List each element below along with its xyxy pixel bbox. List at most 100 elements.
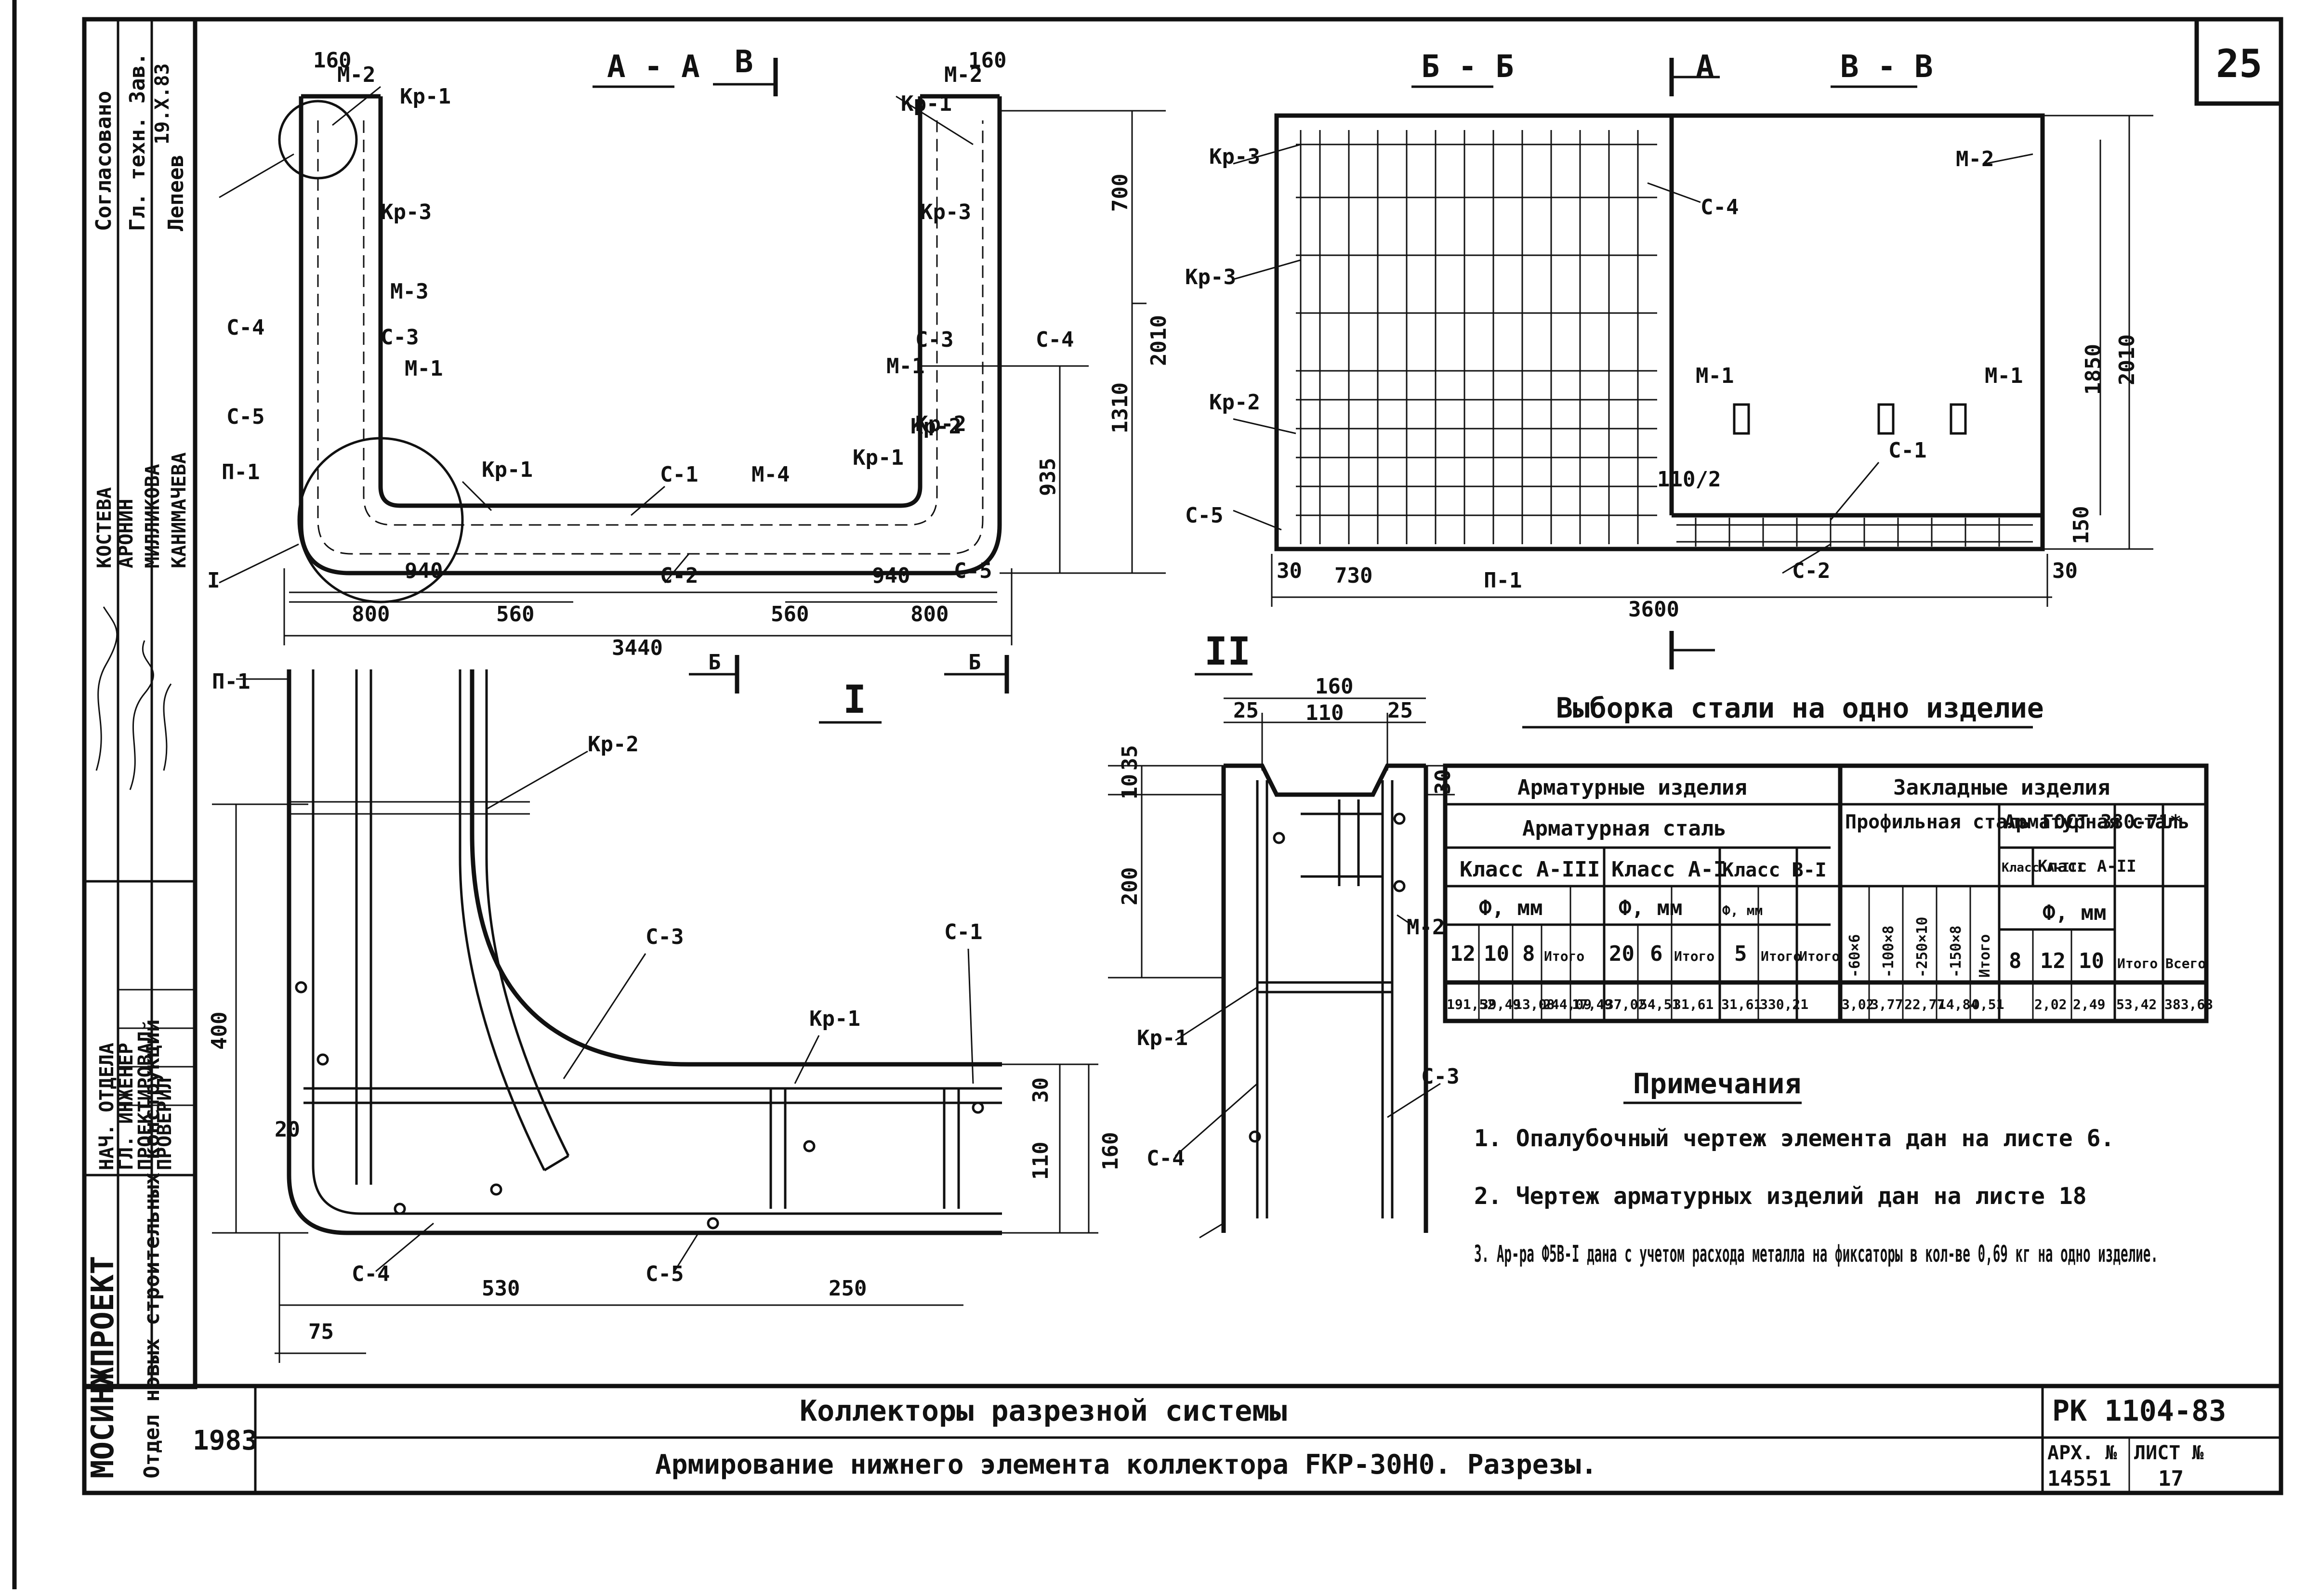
d2-dim-25-right: 25 — [1387, 698, 1413, 723]
year: 1983 — [193, 1425, 258, 1456]
table-phi-emb: Ф, мм — [2043, 901, 2106, 925]
table-group-rebar: Арматурные изделия — [1517, 775, 1747, 800]
aa-label-c4-left: С-4 — [226, 315, 264, 340]
d1-label-kr2: Кр-2 — [588, 732, 639, 757]
d1-dim-75: 75 — [308, 1320, 334, 1344]
table-value: 2,02 — [2034, 996, 2067, 1012]
d1-label-c5: С-5 — [646, 1262, 684, 1286]
stamp-name-1: КОСТЕВА — [93, 487, 116, 568]
table-value: 13,08 — [1514, 996, 1555, 1012]
aa-dim-800-left: 800 — [352, 602, 390, 627]
stamp-name-2: АРОНИН — [115, 499, 137, 569]
d1-label-c3: С-3 — [646, 925, 684, 949]
bb-label-m1-left: М-1 — [1696, 364, 1734, 388]
aa-dim-560-left: 560 — [496, 602, 534, 627]
aa-dim-800-right: 800 — [910, 602, 949, 627]
aa-label-m2-right: М-2 — [944, 63, 982, 87]
table-phi-b1: Ф, мм — [1722, 903, 1763, 918]
aa-dim-2010: 2010 — [1147, 315, 1171, 366]
table-value: 3,77 — [1871, 996, 1903, 1012]
table-value: 39,49 — [1480, 996, 1521, 1012]
d1-dim-20: 20 — [275, 1117, 300, 1142]
d2-dim-110: 110 — [1305, 701, 1344, 725]
aa-label-c1: С-1 — [660, 462, 698, 487]
d1-label-kr1: Кр-1 — [809, 1007, 860, 1031]
table-class-a3: Класс А-III — [1460, 857, 1600, 882]
note-1: 1. Опалубочный чертеж элемента дан на ли… — [1474, 1125, 2114, 1152]
table-diam-a3-10: 10 — [1484, 942, 1509, 966]
table-diam-a3-12: 12 — [1450, 942, 1476, 966]
aa-label-m1-right: М-1 — [886, 354, 924, 379]
table-value: 0,51 — [1972, 996, 2004, 1012]
table-profile-3: -250×10 — [1914, 917, 1931, 978]
aa-dim-700: 700 — [1108, 174, 1133, 212]
bb-dim-1850: 1850 — [2081, 344, 2106, 395]
d1-dim-110: 110 — [1028, 1142, 1053, 1180]
stamp-role-3: ПРОЕКТИРОВАЛ — [134, 1031, 157, 1170]
bb-label-c2: С-2 — [1792, 559, 1830, 583]
d1-label-p1: П-1 — [212, 669, 250, 694]
table-phi-a3: Ф, мм — [1479, 896, 1542, 920]
left-stamp: Согласовано Гл. техн. Зав. Лепеев 19.X.8… — [82, 17, 198, 1478]
bb-rebar-grid — [1296, 130, 2033, 547]
drawing-title-main: Коллекторы разрезной системы — [800, 1394, 1287, 1428]
stamp-agreed-line-3: Лепеев — [164, 155, 188, 231]
table-diam-b1-5: 5 — [1734, 942, 1747, 966]
detail-i: I П-1 Кр-2 С- — [207, 669, 1123, 1363]
table-diam-a3-8: 8 — [1522, 942, 1535, 966]
table-value: 2,49 — [2073, 996, 2105, 1012]
d2-dim-35: 35 — [1118, 745, 1142, 771]
table-emb-class-a3: Класс А-III — [2002, 861, 2084, 875]
stamp-agreed-line-2: Гл. техн. Зав. — [125, 52, 150, 231]
section-b-b: Б - Б А В - В — [1185, 49, 2153, 669]
table-value: 53,42 — [2116, 996, 2157, 1012]
aa-label-c4-right: С-4 — [1036, 327, 1074, 352]
table-class-a1: Класс А-I — [1611, 857, 1726, 882]
table-value: 31,61 — [1673, 996, 1714, 1012]
section-bb-cut-mark: А — [1696, 49, 1714, 85]
aa-label-c5-right: С-5 — [954, 559, 992, 583]
table-emb-diam-10: 10 — [2079, 949, 2104, 973]
d2-dim-10: 10 — [1118, 774, 1142, 799]
d2-dim-160: 160 — [1315, 674, 1353, 699]
table-value: 330,21 — [1760, 996, 1808, 1012]
arch-no: 14551 — [2047, 1466, 2111, 1491]
bb-label-c4: С-4 — [1701, 195, 1739, 220]
table-diam-a1-20: 20 — [1609, 942, 1635, 966]
aa-label-c2: С-2 — [660, 563, 698, 588]
section-a-a-title: А - А — [607, 49, 700, 85]
page-number: 25 — [2216, 41, 2262, 86]
aa-cut-b-left: Б — [708, 650, 721, 675]
arch-no-label: АРХ. № — [2047, 1442, 2117, 1464]
bb-label-kr2: Кр-2 — [1209, 390, 1260, 415]
aa-dim-940-right: 940 — [872, 563, 910, 588]
table-emb-diam-8: 8 — [2009, 949, 2022, 973]
d2-label-m2: М-2 — [1407, 915, 1445, 940]
aa-label-c5-left: С-5 — [226, 405, 264, 429]
d1-label-c1: С-1 — [944, 920, 982, 944]
drawing-title-sub: Армирование нижнего элемента коллектора … — [655, 1449, 1597, 1480]
bb-dim-150: 150 — [2069, 506, 2094, 544]
table-total-embedded: Итого — [2117, 955, 2158, 971]
table-diam-a1-6: 6 — [1650, 942, 1663, 966]
bb-dim-3600: 3600 — [1628, 597, 1679, 622]
stamp-agreed-line-1: Согласовано — [92, 91, 116, 231]
table-value: 22,77 — [1904, 996, 1945, 1012]
d1-dim-30: 30 — [1028, 1077, 1053, 1103]
table-total-a1: Итого — [1674, 948, 1714, 964]
stamp-agreed-date: 19.X.83 — [151, 63, 173, 144]
stamp-name-4: КАНИМАЧЕВА — [168, 452, 190, 568]
table-embedded-rebar: Арматурная сталь — [2004, 811, 2189, 833]
table-group-embedded: Закладные изделия — [1893, 775, 2110, 800]
drawing-code: PK 1104-83 — [2052, 1394, 2226, 1428]
d2-dim-25-left: 25 — [1233, 698, 1259, 723]
bb-dim-110-2: 110/2 — [1657, 467, 1721, 492]
table-value: 383,63 — [2164, 996, 2213, 1012]
table-value: 3,02 — [1842, 996, 1874, 1012]
table-value: 17,49 — [1572, 996, 1612, 1012]
table-values-row: 191,52 39,49 13,08 244,09 17,49 37,02 54… — [1447, 996, 2213, 1012]
aa-label-m1-left: М-1 — [405, 356, 443, 381]
aa-cut-b-right: Б — [968, 650, 981, 675]
table-value: 191,52 — [1447, 996, 1495, 1012]
table-profile-4: -150×8 — [1948, 926, 1964, 978]
